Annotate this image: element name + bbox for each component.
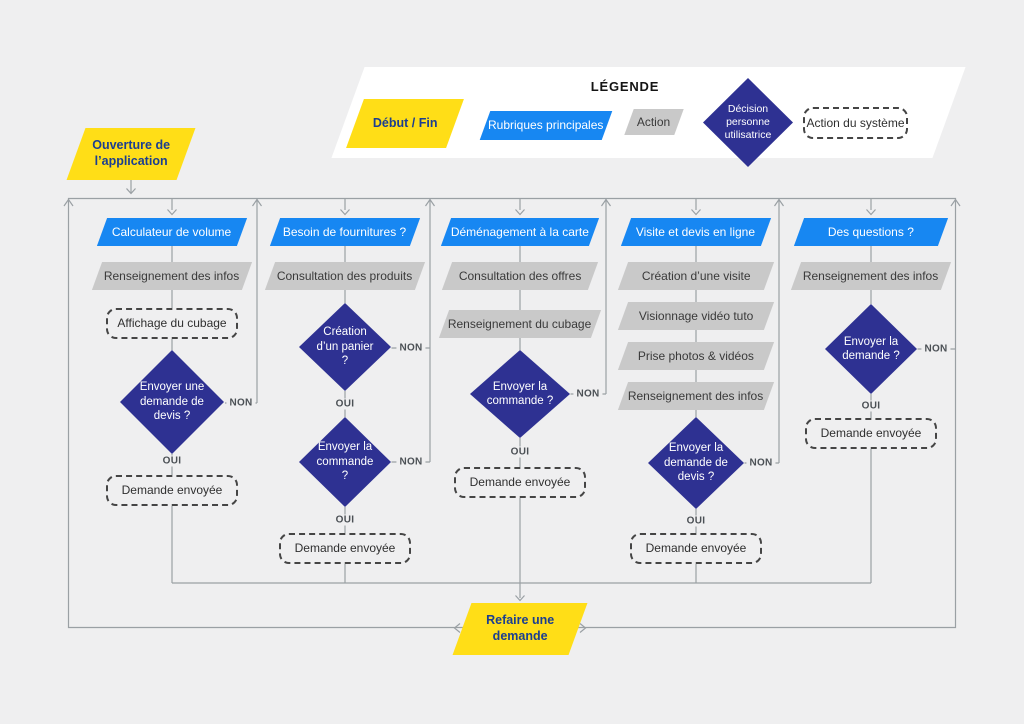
legend-label-start-end: Début / Fin [372, 115, 438, 130]
column-header-label: Des questions ? [827, 224, 915, 239]
edge-label-oui: OUI [159, 455, 185, 467]
action-label: Consultation des offres [458, 268, 582, 283]
action-renseignement-infos-3: Renseignement des infos [790, 262, 952, 290]
result-label: Demande envoyée [820, 426, 922, 440]
start-node-label: Ouverture de l’application [92, 138, 170, 168]
decision-label: Création d’un panier ? [316, 326, 374, 368]
legend-shape-main-sections: Rubriques principales [479, 111, 613, 140]
edge-label-oui: OUI [683, 515, 709, 527]
result-demande-envoyee-4: Demande envoyée [630, 533, 762, 564]
result-demande-envoyee-5: Demande envoyée [805, 418, 937, 449]
edge-label-oui: OUI [332, 514, 358, 526]
action-consultation-produits: Consultation des produits [264, 262, 426, 290]
decision-label: Envoyer une demande de devis ? [139, 381, 205, 423]
result-demande-envoyee-2: Demande envoyée [279, 533, 411, 564]
action-label: Renseignement des infos [803, 268, 939, 283]
column-header-visite-devis: Visite et devis en ligne [620, 218, 772, 246]
action-creation-visite: Création d’une visite [617, 262, 775, 290]
column-header-label: Visite et devis en ligne [636, 224, 756, 239]
legend-shape-start-end: Début / Fin [346, 99, 464, 148]
edge-label-non: NON [746, 457, 776, 469]
column-header-label: Besoin de fournitures ? [283, 224, 407, 239]
legend-label-user-decision: Décision personne utilisatrice [724, 102, 772, 142]
edge-label-oui: OUI [858, 400, 884, 412]
system-label: Affichage du cubage [117, 316, 227, 330]
action-renseignement-infos-2: Renseignement des infos [617, 382, 775, 410]
legend-title: LÉGENDE [590, 79, 660, 94]
legend-shape-action: Action [624, 109, 684, 135]
action-prise-photos: Prise photos & vidéos [617, 342, 775, 370]
start-node: Ouverture de l’application [66, 128, 196, 180]
result-demande-envoyee-1: Demande envoyée [106, 475, 238, 506]
column-header-demenagement: Déménagement à la carte [440, 218, 600, 246]
result-label: Demande envoyée [294, 541, 396, 555]
decision-label: Envoyer la demande ? [842, 335, 900, 362]
action-renseignement-cubage: Renseignement du cubage [438, 310, 602, 338]
decision-label: Envoyer la demande de devis ? [664, 442, 728, 484]
action-label: Prise photos & vidéos [637, 348, 755, 363]
result-label: Demande envoyée [469, 475, 571, 489]
edge-label-oui: OUI [332, 398, 358, 410]
decision-label: Envoyer la commande ? [316, 441, 374, 483]
result-label: Demande envoyée [121, 483, 223, 497]
action-label: Visionnage vidéo tuto [638, 308, 754, 323]
legend-label-system-action: Action du système [806, 115, 905, 130]
action-label: Renseignement des infos [628, 388, 764, 403]
legend-shape-system-action: Action du système [803, 107, 908, 139]
action-label: Consultation des produits [277, 268, 413, 283]
action-label: Création d’une visite [641, 268, 751, 283]
edge-label-oui: OUI [507, 446, 533, 458]
edge-label-non: NON [573, 388, 603, 400]
action-label: Renseignement du cubage [448, 316, 592, 331]
restart-node: Refaire une demande [452, 603, 588, 655]
action-label: Renseignement des infos [104, 268, 240, 283]
edge-label-non: NON [226, 397, 256, 409]
action-visionnage-video: Visionnage vidéo tuto [617, 302, 775, 330]
column-header-questions: Des questions ? [793, 218, 949, 246]
legend-label-main-sections: Rubriques principales [488, 118, 604, 132]
restart-node-label: Refaire une demande [485, 613, 555, 643]
edge-label-non: NON [396, 456, 426, 468]
column-header-label: Calculateur de volume [112, 224, 232, 239]
column-header-fournitures: Besoin de fournitures ? [269, 218, 421, 246]
edge-label-non: NON [396, 342, 426, 354]
legend-label-action: Action [637, 114, 671, 129]
result-label: Demande envoyée [645, 541, 747, 555]
action-renseignement-infos-1: Renseignement des infos [91, 262, 253, 290]
decision-label: Envoyer la commande ? [486, 380, 554, 407]
result-demande-envoyee-3: Demande envoyée [454, 467, 586, 498]
action-consultation-offres: Consultation des offres [441, 262, 599, 290]
column-header-calculateur: Calculateur de volume [96, 218, 248, 246]
column-header-label: Déménagement à la carte [450, 224, 590, 239]
system-affichage-cubage: Affichage du cubage [106, 308, 238, 339]
edge-label-non: NON [921, 343, 951, 355]
